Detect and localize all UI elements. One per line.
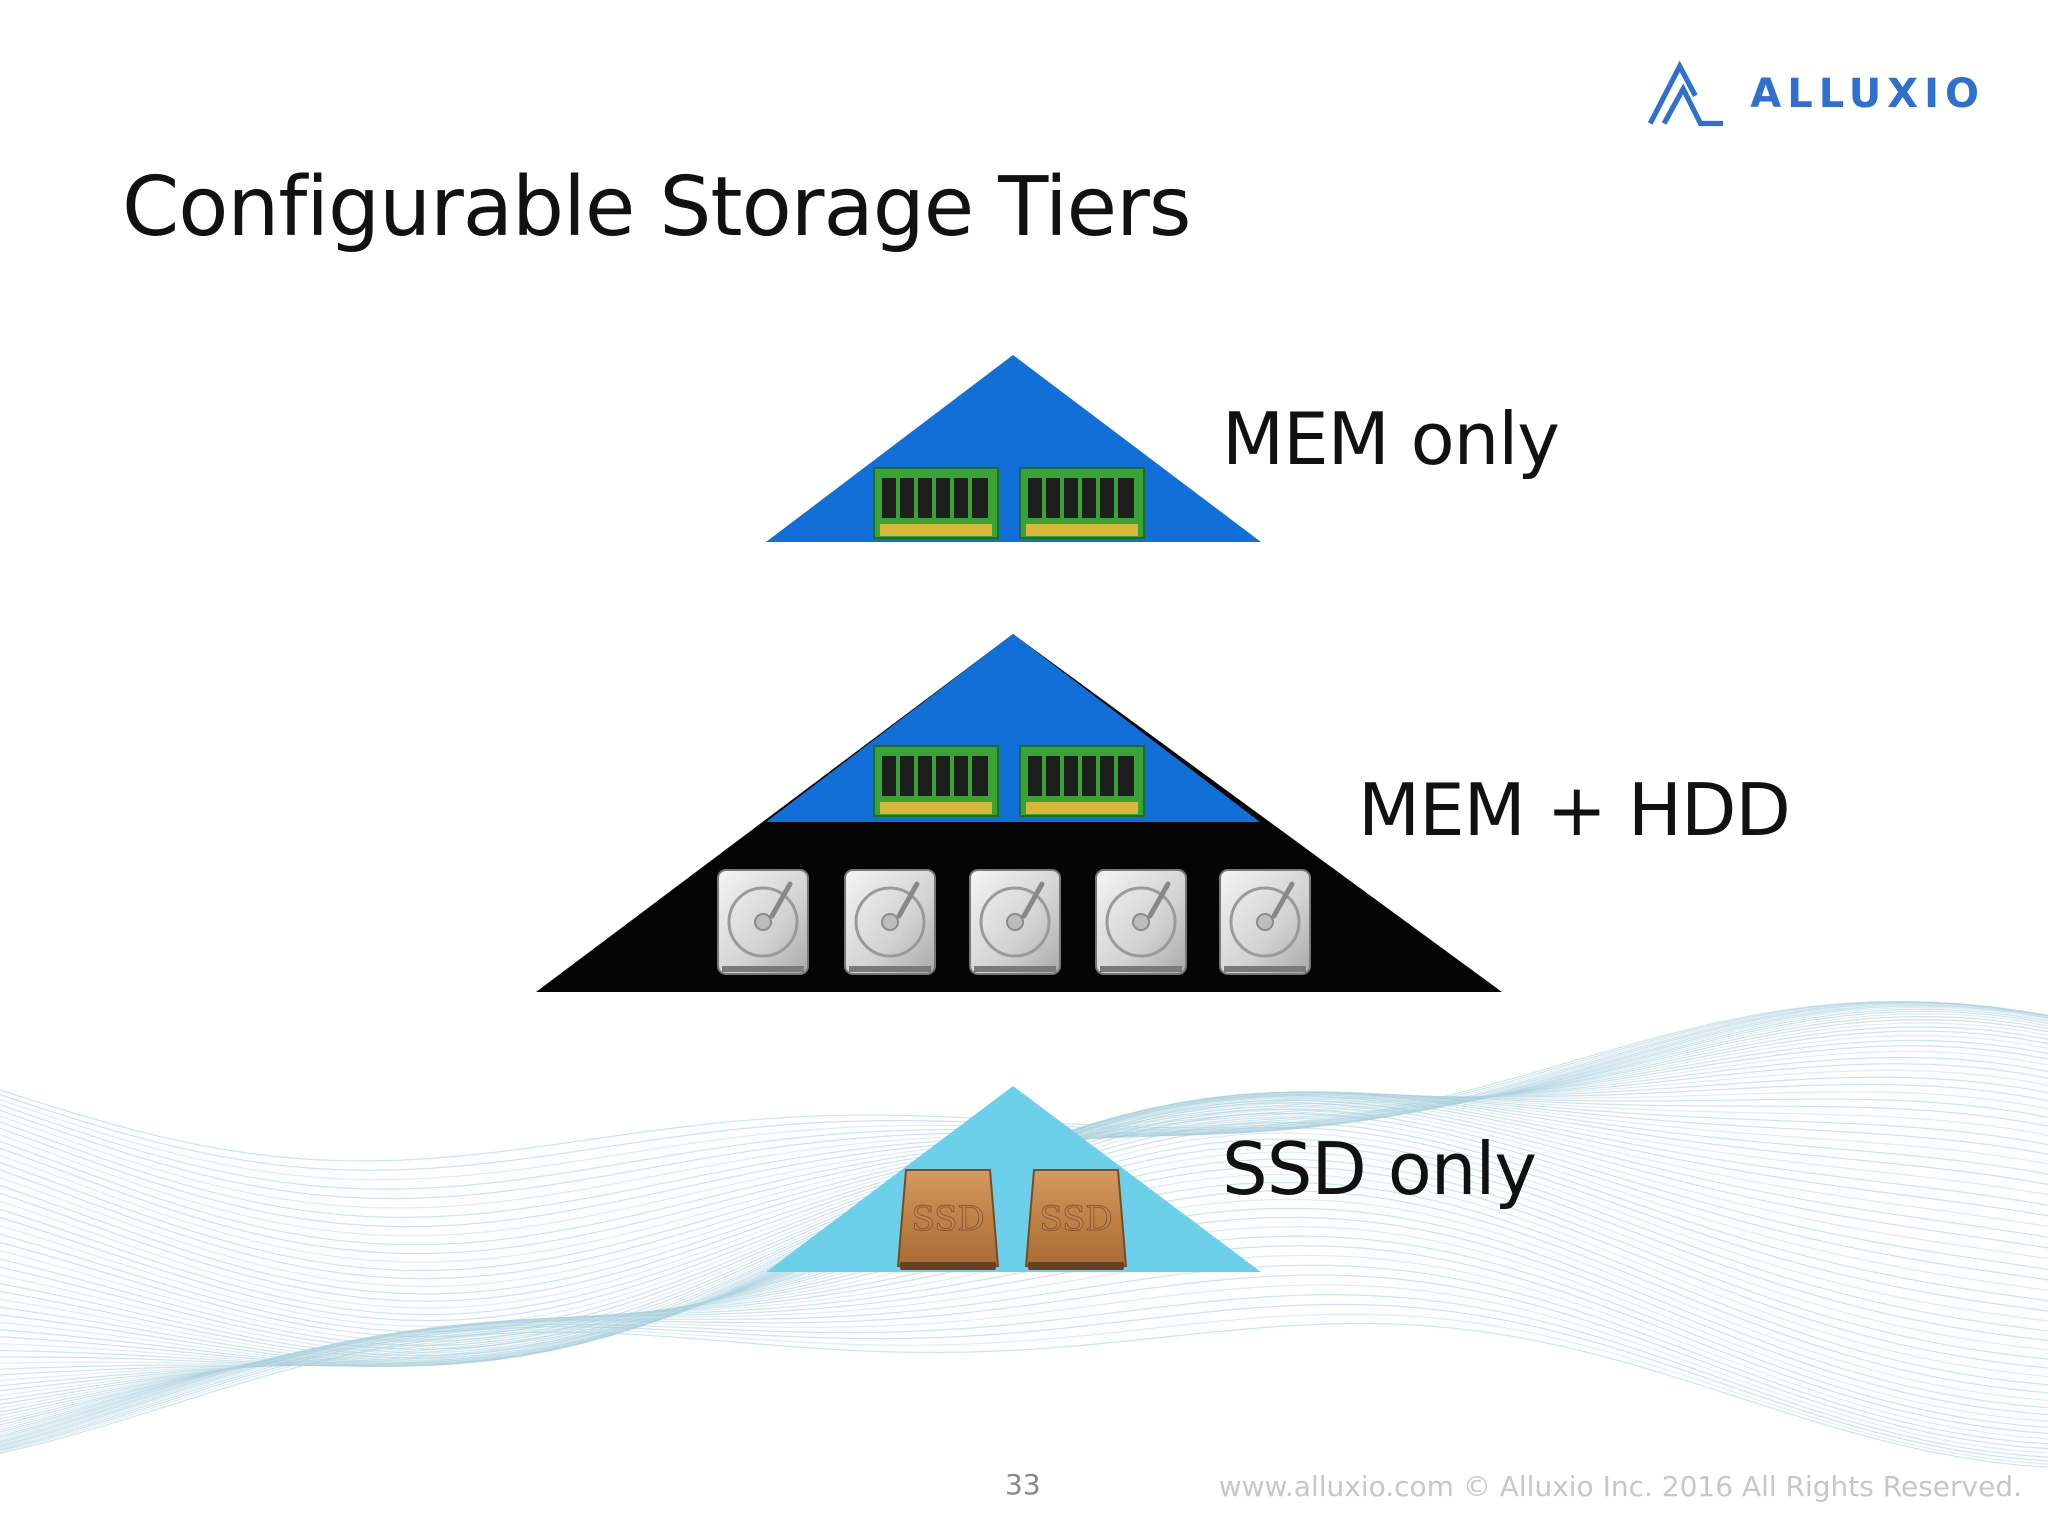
wave-line <box>0 1322 2048 1468</box>
tier-mem-hdd <box>536 634 1502 992</box>
page-title: Configurable Storage Tiers <box>122 160 1192 255</box>
wave-line <box>0 1284 2048 1454</box>
hard-drive-icon <box>717 869 809 975</box>
ssd-icon: SSD <box>1024 1169 1128 1270</box>
mem-layer <box>766 355 1261 542</box>
hard-drive-icon <box>969 869 1061 975</box>
tier-label-ssd-only: SSD only <box>1222 1127 1537 1211</box>
hard-drive-icon <box>1219 869 1311 975</box>
ram-module-icon <box>1019 745 1145 817</box>
ssd-icon-label: SSD <box>1039 1199 1112 1239</box>
ram-module-icon <box>873 467 999 539</box>
ram-module-icon <box>1019 467 1145 539</box>
ssd-icon-label: SSD <box>911 1199 984 1239</box>
mem-layer <box>766 634 1260 822</box>
ram-module-icon <box>873 745 999 817</box>
wave-line <box>0 1264 2048 1447</box>
tier-ssd-only: SSD SSD <box>766 1086 1261 1272</box>
wave-line <box>0 1274 2048 1450</box>
hard-drive-icon <box>1095 869 1187 975</box>
ssd-icon: SSD <box>896 1169 1000 1270</box>
wave-line <box>0 1293 2048 1458</box>
tier-label-mem-only: MEM only <box>1222 397 1560 481</box>
alluxio-mark-icon <box>1647 60 1724 127</box>
ssd-layer <box>766 1086 1261 1272</box>
copyright-notice: www.alluxio.com © Alluxio Inc. 2016 All … <box>1218 1470 2022 1503</box>
alluxio-logo: ALLUXIO <box>1645 54 1985 134</box>
wave-line <box>0 1245 2048 1444</box>
tier-mem-only <box>766 355 1261 542</box>
wave-line <box>0 1254 2048 1445</box>
tier-label-mem-hdd: MEM + HDD <box>1358 768 1791 852</box>
wave-line <box>0 1313 2048 1465</box>
brand-name: ALLUXIO <box>1750 71 1985 117</box>
page-number: 33 <box>1005 1468 1041 1501</box>
wave-line <box>0 1303 2048 1462</box>
hard-drive-icon <box>844 869 936 975</box>
